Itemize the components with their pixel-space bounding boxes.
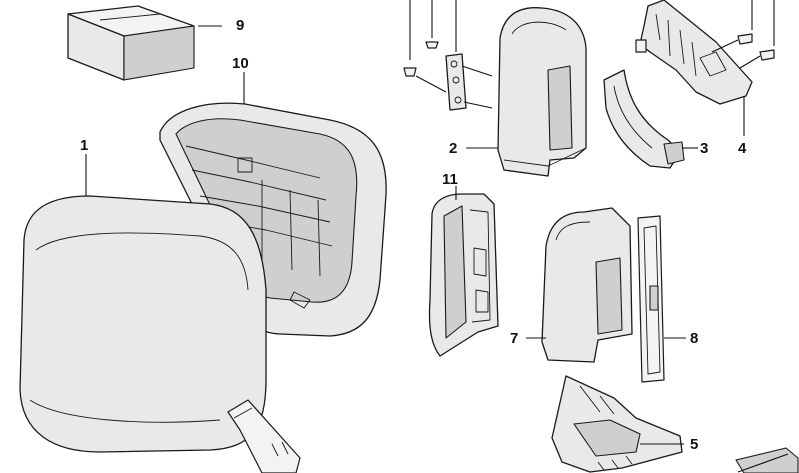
callout-8: 8 bbox=[690, 330, 698, 347]
fasteners-group bbox=[403, 0, 493, 111]
callout-5: 5 bbox=[690, 436, 698, 453]
part-9-box bbox=[67, 5, 195, 81]
part-10-headrest-shell bbox=[159, 102, 387, 337]
callout-labels: 9 10 1 2 3 4 11 7 8 5 bbox=[80, 17, 747, 453]
part-11-side-frame bbox=[428, 193, 499, 357]
part-3-guide-sleeve bbox=[603, 69, 685, 169]
callout-4: 4 bbox=[738, 140, 747, 157]
callout-9: 9 bbox=[236, 17, 244, 34]
callout-1: 1 bbox=[80, 137, 88, 154]
callout-11: 11 bbox=[442, 171, 458, 188]
callout-10: 10 bbox=[232, 55, 249, 72]
part-8-strip bbox=[637, 215, 665, 383]
part-7-side-cover bbox=[541, 207, 633, 363]
callout-7: 7 bbox=[510, 330, 518, 347]
part-1-headrest-cushion bbox=[19, 195, 301, 473]
part-2-trim-cover bbox=[497, 7, 587, 177]
part-5-lower-bracket bbox=[551, 375, 683, 473]
leader-lines bbox=[85, 25, 745, 445]
part-4-mounting-bracket bbox=[635, 0, 775, 105]
callout-2: 2 bbox=[449, 140, 457, 157]
direction-arrow-icon bbox=[735, 447, 799, 473]
callout-3: 3 bbox=[700, 140, 708, 157]
